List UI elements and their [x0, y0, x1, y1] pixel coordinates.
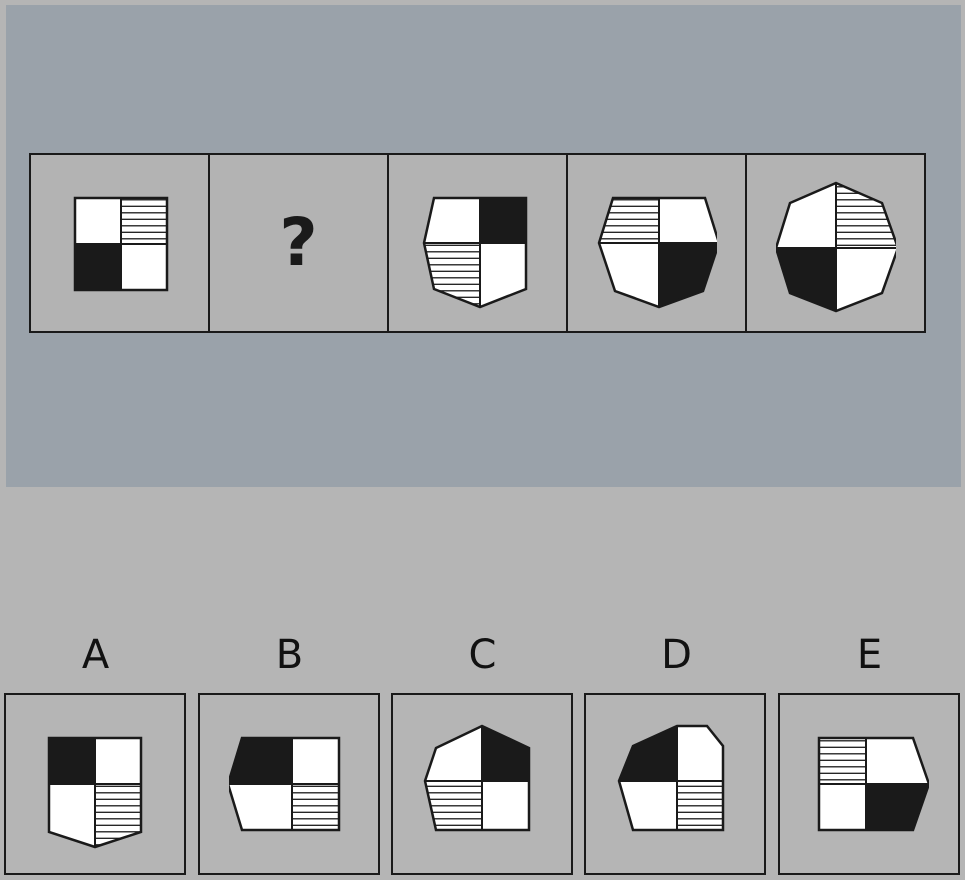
sequence-cell-3	[387, 153, 568, 333]
square-quadrant-figure	[73, 196, 168, 292]
option-a-pentagon-figure	[47, 736, 143, 849]
missing-figure-question-mark: ?	[279, 204, 318, 281]
option-label-c: C	[468, 632, 497, 678]
option-e[interactable]	[778, 693, 960, 875]
sequence-cell-4	[566, 153, 747, 333]
option-c[interactable]	[391, 693, 573, 875]
option-a[interactable]	[4, 693, 186, 875]
sequence-cell-2: ?	[208, 153, 389, 333]
option-label-a: A	[81, 632, 110, 678]
sequence-cell-1	[29, 153, 210, 333]
option-label-b: B	[275, 632, 304, 678]
hexagon-quadrant-figure	[422, 196, 527, 309]
option-labels: A B C D E	[0, 630, 965, 680]
option-d[interactable]	[584, 693, 766, 875]
option-e-hexagon-figure	[817, 736, 929, 832]
option-b-hexagon-figure	[229, 736, 341, 832]
answer-options	[0, 693, 965, 878]
option-b[interactable]	[198, 693, 380, 875]
option-d-heptagon-figure	[617, 724, 725, 832]
heptagon-quadrant-figure	[597, 196, 717, 309]
sequence-cell-5	[745, 153, 926, 333]
option-c-hexagon-figure	[423, 724, 531, 832]
sequence-row: ?	[29, 153, 934, 333]
octagon-quadrant-figure	[775, 181, 896, 313]
option-label-e: E	[856, 632, 883, 678]
option-label-d: D	[661, 632, 692, 678]
